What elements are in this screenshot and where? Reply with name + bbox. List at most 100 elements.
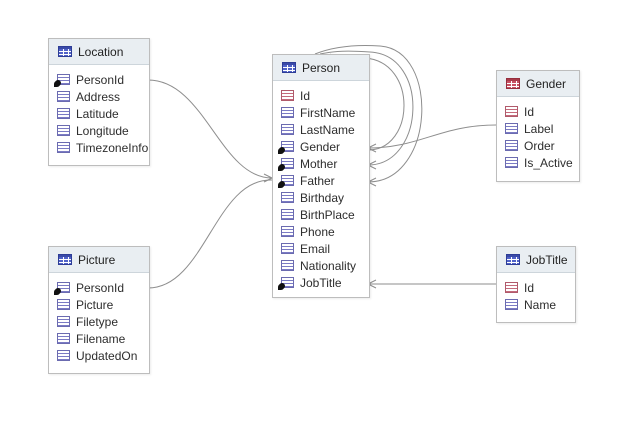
column-row[interactable]: Father <box>273 172 369 189</box>
table-icon <box>58 254 72 265</box>
column-icon <box>57 125 70 136</box>
column-row[interactable]: Gender <box>273 138 369 155</box>
table-icon <box>282 62 296 73</box>
column-name: JobTitle <box>300 275 342 290</box>
entity-header[interactable]: Picture <box>49 247 149 273</box>
column-icon <box>57 142 70 153</box>
column-name: Label <box>524 121 554 136</box>
foreign-key-icon <box>278 141 294 154</box>
foreign-key-icon <box>278 175 294 188</box>
column-name: Filename <box>76 331 126 346</box>
column-row[interactable]: TimezoneInfo <box>49 139 149 156</box>
column-icon <box>57 316 70 327</box>
column-row[interactable]: Picture <box>49 296 149 313</box>
column-icon <box>281 260 294 271</box>
entity-header[interactable]: Gender <box>497 71 579 97</box>
column-row[interactable]: Order <box>497 137 579 154</box>
entity-header[interactable]: Person <box>273 55 369 81</box>
column-row[interactable]: Filetype <box>49 313 149 330</box>
foreign-key-icon <box>54 74 70 87</box>
column-row[interactable]: Birthday <box>273 189 369 206</box>
column-name: BirthPlace <box>300 207 355 222</box>
column-name: Id <box>524 104 535 119</box>
entity-title: Person <box>302 60 341 75</box>
column-row[interactable]: PersonId <box>49 71 149 88</box>
column-row[interactable]: Id <box>497 103 579 120</box>
column-name: Is_Active <box>524 155 573 170</box>
column-icon <box>281 192 294 203</box>
entity-title: Gender <box>526 76 567 91</box>
entity-title: Picture <box>78 252 116 267</box>
column-name: Latitude <box>76 106 119 121</box>
column-icon <box>281 107 294 118</box>
column-icon <box>505 157 518 168</box>
column-row[interactable]: Phone <box>273 223 369 240</box>
relationship-line <box>147 79 273 179</box>
column-icon <box>281 209 294 220</box>
column-name: Order <box>524 138 555 153</box>
column-name: Gender <box>300 139 341 154</box>
column-name: Longitude <box>76 123 129 138</box>
entity-title: JobTitle <box>526 252 568 267</box>
column-icon <box>505 140 518 151</box>
column-row[interactable]: Id <box>273 87 369 104</box>
column-name: Address <box>76 89 121 104</box>
column-icon <box>505 299 518 310</box>
column-row[interactable]: Longitude <box>49 122 149 139</box>
column-name: Filetype <box>76 314 119 329</box>
column-row[interactable]: Id <box>497 279 575 296</box>
column-row[interactable]: Mother <box>273 155 369 172</box>
column-name: Mother <box>300 156 338 171</box>
column-name: LastName <box>300 122 355 137</box>
column-row[interactable]: Filename <box>49 330 149 347</box>
column-row[interactable]: Is_Active <box>497 154 579 171</box>
column-row[interactable]: Nationality <box>273 257 369 274</box>
column-row[interactable]: JobTitle <box>273 274 369 291</box>
foreign-key-icon <box>54 282 70 295</box>
primary-key-icon <box>281 90 294 101</box>
column-name: Phone <box>300 224 335 239</box>
column-name: PersonId <box>76 72 125 87</box>
entity-title: Location <box>78 44 124 59</box>
column-row[interactable]: Label <box>497 120 579 137</box>
entity-jobtitle[interactable]: JobTitle Id Name <box>496 246 576 323</box>
column-row[interactable]: Latitude <box>49 105 149 122</box>
column-icon <box>57 333 70 344</box>
column-icon <box>57 108 70 119</box>
primary-key-icon <box>505 106 518 117</box>
column-row[interactable]: UpdatedOn <box>49 347 149 364</box>
column-name: TimezoneInfo <box>76 140 149 155</box>
entity-gender[interactable]: Gender Id Label Order Is_Active <box>496 70 580 182</box>
column-icon <box>57 299 70 310</box>
column-name: PersonId <box>76 280 125 295</box>
entity-location[interactable]: Location PersonId Address Latitude Longi… <box>48 38 150 166</box>
column-row[interactable]: Address <box>49 88 149 105</box>
column-name: Nationality <box>300 258 357 273</box>
table-icon <box>506 254 520 265</box>
entity-person[interactable]: Person Id FirstName LastName Gender Moth… <box>272 54 370 298</box>
column-name: Email <box>300 241 331 256</box>
entity-header[interactable]: Location <box>49 39 149 65</box>
column-icon <box>57 91 70 102</box>
entity-header[interactable]: JobTitle <box>497 247 575 273</box>
column-icon <box>57 350 70 361</box>
column-row[interactable]: LastName <box>273 121 369 138</box>
column-name: Birthday <box>300 190 345 205</box>
column-name: Father <box>300 173 335 188</box>
column-row[interactable]: Name <box>497 296 575 313</box>
column-row[interactable]: Email <box>273 240 369 257</box>
column-icon <box>281 243 294 254</box>
entity-picture[interactable]: Picture PersonId Picture Filetype Filena… <box>48 246 150 374</box>
column-name: Name <box>524 297 557 312</box>
column-name: Id <box>524 280 535 295</box>
column-row[interactable]: BirthPlace <box>273 206 369 223</box>
column-icon <box>281 226 294 237</box>
foreign-key-icon <box>278 277 294 290</box>
primary-key-icon <box>505 282 518 293</box>
foreign-key-icon <box>278 158 294 171</box>
column-name: Picture <box>76 297 114 312</box>
column-row[interactable]: FirstName <box>273 104 369 121</box>
relationship-line <box>147 179 273 289</box>
column-row[interactable]: PersonId <box>49 279 149 296</box>
